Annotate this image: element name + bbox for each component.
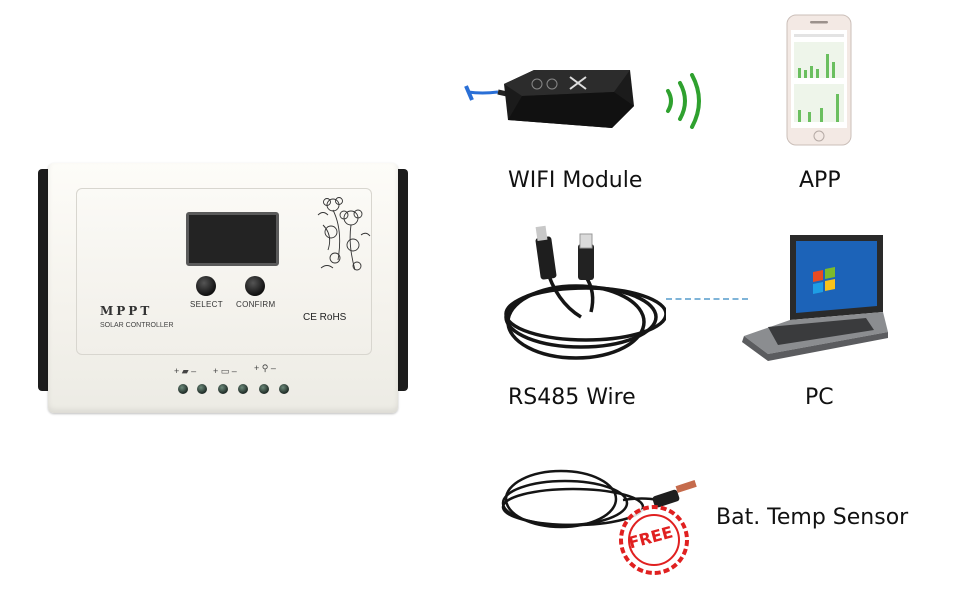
free-stamp-icon: [619, 505, 689, 575]
rs485-wire-label: RS485 Wire: [508, 385, 636, 410]
app-label: APP: [799, 168, 841, 193]
flower-decoration-icon: [317, 197, 371, 271]
wifi-module-icon: [464, 70, 634, 128]
ce-rohs-mark: CE RoHS: [303, 312, 347, 323]
select-hw-button: [196, 276, 216, 296]
temp-sensor-label: Bat. Temp Sensor: [716, 505, 909, 530]
confirm-hw-button: [245, 276, 265, 296]
mppt-controller: SELECT CONFIRM MPPT SOLAR CONTROLLER CE …: [38, 163, 408, 413]
battery-symbol: + ▭ –: [213, 366, 237, 376]
pc-label: PC: [805, 385, 834, 410]
temp-sensor-cable-icon: [501, 469, 697, 529]
led-indicator: [218, 384, 228, 394]
wifi-module-label: WIFI Module: [508, 168, 643, 193]
connection-dashed-line: [666, 298, 748, 300]
solar-controller-label: SOLAR CONTROLLER: [100, 322, 174, 329]
confirm-label: CONFIRM: [236, 300, 276, 309]
pv-symbol: + ▰ –: [174, 366, 197, 376]
led-indicator: [238, 384, 248, 394]
select-label: SELECT: [190, 300, 223, 309]
led-indicator: [197, 384, 207, 394]
lcd-screen: [186, 212, 279, 266]
led-indicator: [178, 384, 188, 394]
smartphone-app-icon: [786, 14, 852, 146]
load-symbol: + ⚲ –: [254, 363, 276, 373]
led-indicator: [259, 384, 269, 394]
laptop-pc-icon: [742, 235, 888, 361]
led-indicator: [279, 384, 289, 394]
controller-front: SELECT CONFIRM MPPT SOLAR CONTROLLER CE …: [48, 163, 398, 413]
wifi-waves-icon: [666, 73, 701, 129]
rs485-wire-icon: [504, 225, 666, 360]
mppt-logo: MPPT: [100, 304, 153, 318]
